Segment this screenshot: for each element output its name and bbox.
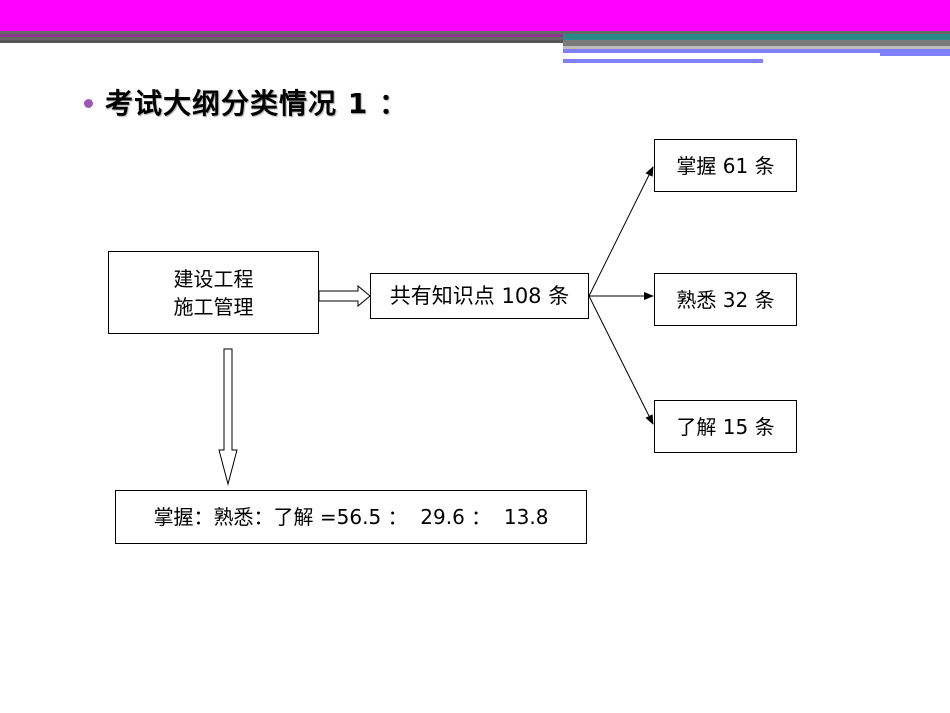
arrow-to-understand bbox=[588, 295, 654, 425]
total-label: 共有知识点 108 条 bbox=[389, 284, 570, 308]
slide-title: 考试大纲分类情况 1 ： bbox=[105, 87, 408, 120]
source-line2: 施工管理 bbox=[173, 294, 254, 319]
title-row: 考试大纲分类情况 1 ： bbox=[84, 82, 408, 122]
header-decoration bbox=[0, 0, 950, 63]
understand-label: 了解 15 条 bbox=[676, 414, 775, 439]
bullet-icon bbox=[84, 98, 93, 108]
source-box: 建设工程 施工管理 bbox=[108, 251, 319, 334]
arrow-down-hollow bbox=[218, 348, 238, 486]
ratio-box: 掌握：熟悉：了解 =56.5 ： 29.6 ： 13.8 bbox=[115, 490, 587, 544]
understand-box: 了解 15 条 bbox=[654, 400, 797, 453]
ratio-label: 掌握：熟悉：了解 =56.5 ： 29.6 ： 13.8 bbox=[153, 505, 549, 529]
familiar-label: 熟悉 32 条 bbox=[676, 287, 775, 312]
arrow-to-master bbox=[588, 166, 654, 297]
master-box: 掌握 61 条 bbox=[654, 139, 797, 192]
total-box: 共有知识点 108 条 bbox=[370, 273, 589, 319]
familiar-box: 熟悉 32 条 bbox=[654, 273, 797, 326]
source-line1: 建设工程 bbox=[173, 266, 254, 291]
arrow-right-hollow bbox=[318, 284, 371, 308]
master-label: 掌握 61 条 bbox=[676, 153, 775, 178]
